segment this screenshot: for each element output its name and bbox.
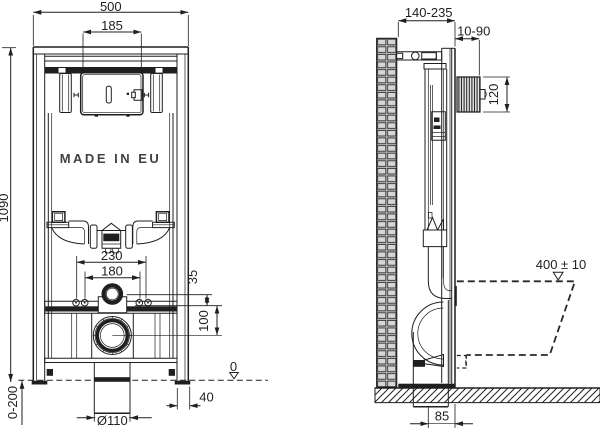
dimension-flush-unit-height: 120 (483, 77, 510, 112)
anchor-clip (46, 369, 53, 376)
level-triangle-icon (553, 272, 563, 280)
dimension-stud-180: 180 (85, 264, 140, 299)
dimension-rail-40: 40 (167, 387, 214, 410)
wall-bracket (397, 52, 442, 60)
dimension-offset-35: 35 (127, 270, 222, 306)
flush-bend-bracket (90, 223, 132, 253)
dim-text-plate-cutout: 185 (101, 18, 123, 33)
dim-text-leg-adjustment: 0-200 (5, 386, 20, 419)
dim-text-flush-unit-height: 120 (486, 84, 501, 106)
adjuster-bolt-icon (74, 93, 78, 98)
dimension-offset-100: 100 (112, 305, 222, 336)
made-in-eu-marking: MADE IN EU (60, 151, 162, 166)
floor-section (375, 388, 600, 403)
water-supply-connector (102, 284, 123, 305)
side-view: 140-235 10-90 120 400 ± 10 85 (375, 5, 600, 428)
dim-text-stud-180: 180 (101, 264, 123, 279)
flush-rod-slot (106, 86, 111, 103)
dimension-bowl-height: 400 ± 10 (536, 257, 587, 280)
dimension-installation-depth: 140-235 (398, 5, 455, 47)
hanger-bolt-right (133, 212, 175, 244)
dim-text-rail-40: 40 (199, 390, 213, 405)
level-triangle-icon (230, 373, 239, 379)
drain-outlet (416, 355, 444, 367)
wall-section (377, 38, 397, 387)
dimension-leg-adjustment: 0-200 (5, 380, 25, 425)
adjuster-bolt-icon (144, 93, 148, 98)
dimension-overall-height: 1090 (0, 48, 16, 382)
hanger-bolt-left (47, 212, 89, 244)
cistern-profile (423, 64, 446, 247)
flush-actuation-unit (457, 77, 486, 112)
flush-piping (412, 247, 452, 367)
toilet-bowl-outline (457, 281, 575, 368)
top-dark-band (44, 67, 178, 74)
dim-text-overall-width: 500 (100, 0, 122, 14)
side-frame-structure (397, 48, 457, 406)
cable-clip-icon (132, 90, 142, 101)
dim-text-drain-diameter: Ø110 (97, 413, 128, 428)
dimension-floor-level: 0 (230, 359, 239, 379)
flush-plate-window (81, 70, 143, 117)
dimension-drain-diameter: Ø110 (77, 413, 152, 428)
actuator-knob (480, 90, 485, 100)
fill-valve (432, 112, 446, 141)
dimension-drain-front-85: 85 (410, 404, 473, 428)
dim-text-overall-height: 1090 (0, 194, 11, 223)
drain-pipe (94, 363, 130, 414)
bowl-mounting-face (455, 286, 457, 306)
front-side-channels (60, 74, 163, 113)
foot-plate-left (31, 380, 48, 385)
dimension-stud-230: 230 (77, 248, 146, 299)
side-foot-assembly (398, 300, 455, 407)
dim-text-floor-level: 0 (230, 359, 237, 374)
fixing-stud-holes (73, 299, 152, 306)
anchor-clip (168, 369, 175, 376)
dimension-front-clearance: 10-90 (455, 24, 490, 76)
front-frame-structure (33, 47, 188, 381)
dim-text-front-clearance: 10-90 (457, 24, 490, 39)
dim-text-stud-230: 230 (101, 248, 123, 263)
dimension-plate-cutout-width: 185 (83, 18, 141, 70)
dim-text-offset-100: 100 (196, 310, 211, 332)
dim-text-offset-35: 35 (185, 270, 200, 284)
dim-text-installation-depth: 140-235 (405, 5, 453, 20)
fixing-dot (126, 92, 129, 95)
front-view: MADE IN EU (0, 0, 268, 428)
dimension-overall-width: 500 (33, 0, 188, 46)
base-plate (398, 383, 455, 388)
dim-text-drain-front-85: 85 (435, 409, 449, 424)
dim-text-bowl-height: 400 ± 10 (536, 257, 587, 272)
foot-plate-right (174, 380, 191, 385)
